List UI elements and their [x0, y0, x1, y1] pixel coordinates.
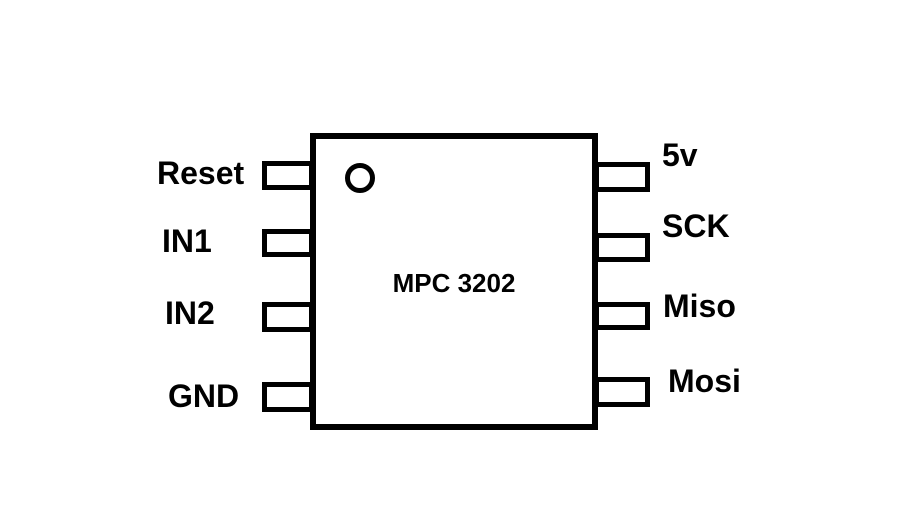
pin-lead-in2: [262, 302, 314, 332]
pin-label-in1: IN1: [162, 223, 212, 259]
pin-label-gnd: GND: [168, 378, 240, 414]
pin-label-in2: IN2: [165, 295, 215, 331]
pin-lead-gnd: [262, 382, 314, 412]
pin-label-sck: SCK: [662, 208, 730, 244]
pin1-indicator-circle-icon: [345, 163, 375, 193]
pin-lead-5v: [594, 162, 650, 192]
pin-lead-mosi: [594, 377, 650, 407]
pin-lead-miso: [594, 302, 650, 330]
pin-label-reset: Reset: [157, 155, 245, 191]
pin-lead-in1: [262, 229, 314, 257]
pin-label-mosi: Mosi: [668, 363, 741, 399]
pin-lead-reset: [262, 161, 314, 190]
chip-body: MPC 3202: [310, 133, 598, 430]
pin-label-5v: 5v: [662, 137, 698, 173]
pin-label-miso: Miso: [663, 288, 736, 324]
chip-name-label: MPC 3202: [392, 268, 516, 298]
pin-lead-sck: [594, 233, 650, 262]
